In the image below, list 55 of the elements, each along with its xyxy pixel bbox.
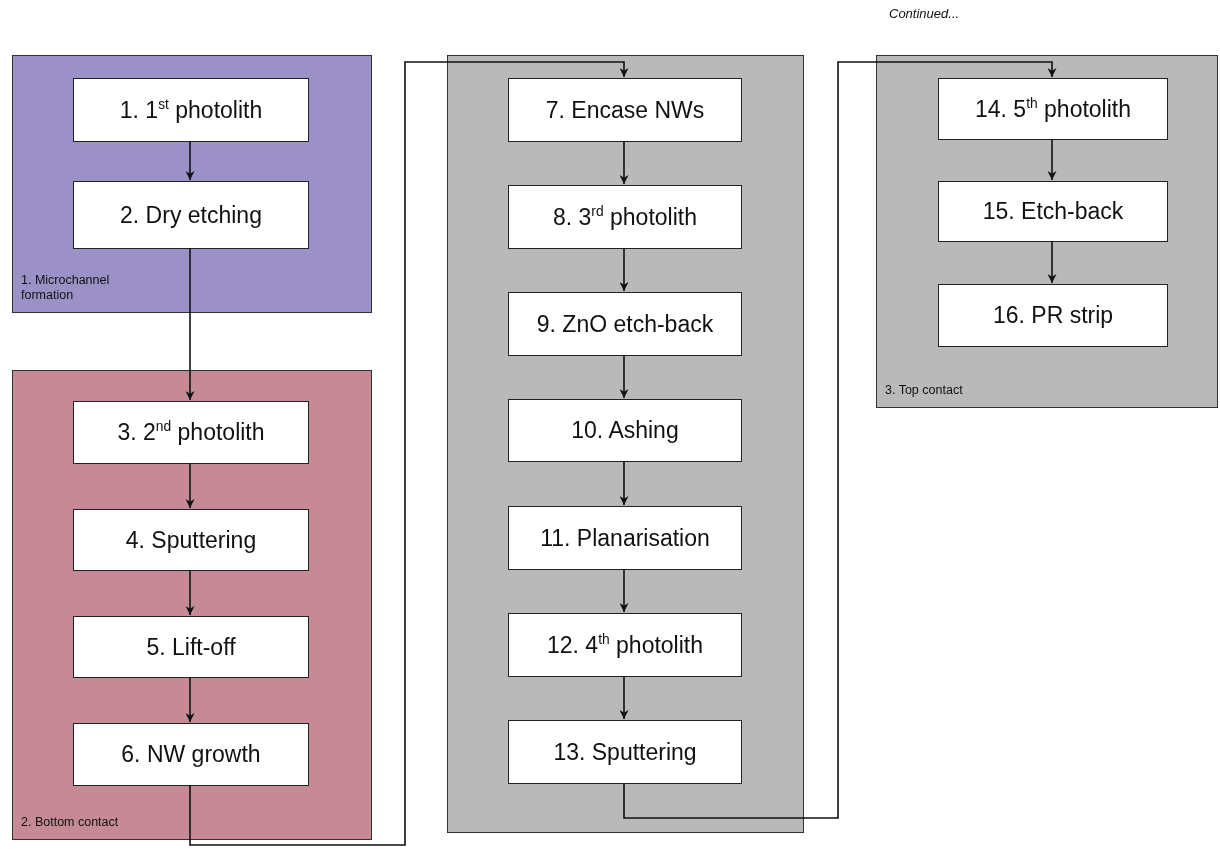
step-label: 15. Etch-back: [982, 198, 1124, 225]
step-label: 12. 4$^{th}$ photolith: [547, 631, 703, 659]
stage-label: 2. Bottom contact: [21, 815, 120, 831]
stage-label: 1. Microchannel formation: [21, 272, 111, 304]
arrow: [189, 61, 629, 846]
process-box: [508, 720, 742, 784]
process-box: [508, 399, 742, 462]
step-label: 8. 3$^{rd}$ photolith: [553, 203, 697, 231]
arrow: [185, 462, 195, 509]
process-box: [938, 78, 1168, 140]
arrow: [619, 247, 629, 292]
process-box: [508, 613, 742, 677]
step-label: 16. PR strip: [992, 302, 1114, 329]
step-label: 4. Sputtering: [125, 526, 257, 554]
step-label: 9. ZnO etch-back: [536, 310, 714, 338]
step-label: 13. Sputtering: [553, 738, 697, 766]
note-text: Continued...: [889, 6, 960, 21]
arrow: [619, 568, 629, 613]
stage-panel: [12, 370, 372, 840]
process-box: [508, 185, 742, 249]
process-box: [73, 616, 309, 678]
step-label: 5. Lift-off: [146, 633, 236, 661]
stage-panel: [876, 55, 1218, 408]
step-label: 10. Ashing: [571, 417, 679, 444]
arrow: [185, 140, 195, 181]
arrow: [619, 460, 629, 506]
stage-panel: [12, 55, 372, 313]
process-box: [73, 723, 309, 786]
process-box: [73, 78, 309, 142]
step-label: 14. 5$^{th}$ photolith: [975, 95, 1131, 123]
step-label: 1. 1$^{st}$ photolith: [119, 96, 263, 124]
arrow: [185, 676, 195, 723]
step-label: 7. Encase NWs: [545, 96, 705, 124]
step-label: 11. Planarisation: [540, 524, 710, 552]
process-box: [73, 401, 309, 464]
arrow: [1047, 138, 1057, 181]
process-box: [938, 284, 1168, 347]
process-box: [508, 506, 742, 570]
step-label: 2. Dry etching: [120, 201, 262, 229]
arrow: [623, 61, 1057, 819]
process-box: [73, 181, 309, 249]
process-box: [508, 292, 742, 356]
arrow: [619, 675, 629, 720]
process-box: [73, 509, 309, 571]
process-box: [938, 181, 1168, 242]
arrow: [619, 140, 629, 185]
process-box: [508, 78, 742, 142]
arrow: [1047, 240, 1057, 284]
stage-panel: [447, 55, 804, 833]
stage-label: 3. Top contact: [885, 383, 964, 399]
arrow: [185, 569, 195, 616]
step-label: 6. NW growth: [121, 741, 261, 768]
arrow: [185, 247, 195, 401]
arrow: [619, 354, 629, 399]
step-label: 3. 2$^{nd}$ photolith: [117, 419, 265, 446]
